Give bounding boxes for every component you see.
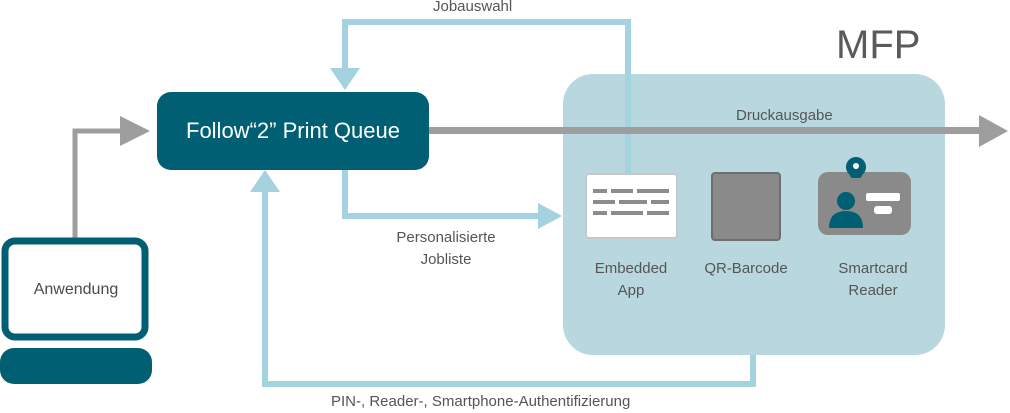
jobauswahl-arrowhead bbox=[330, 68, 360, 90]
druckausgabe-label: Druckausgabe bbox=[736, 107, 833, 124]
device-label-qr: QR-Barcode bbox=[690, 258, 802, 280]
device-label-line1: Embedded bbox=[594, 260, 668, 277]
qr-barcode-icon bbox=[711, 172, 781, 241]
druckausgabe-arrowhead bbox=[979, 115, 1008, 147]
smartcard-reader-icon bbox=[818, 157, 911, 235]
mfp-title: MFP bbox=[836, 23, 921, 67]
device-label-line2: Reader bbox=[848, 282, 898, 299]
computer-monitor bbox=[1, 237, 149, 341]
device-label-line1: QR-Barcode bbox=[704, 260, 788, 277]
auth-arrowhead bbox=[250, 170, 280, 192]
computer-label: Anwendung bbox=[33, 281, 119, 298]
jobliste-label-line2: Jobliste bbox=[420, 251, 472, 268]
jobauswahl-label: Jobauswahl bbox=[433, 0, 513, 15]
jobliste-arrowhead bbox=[538, 203, 562, 229]
device-label-line1: Smartcard bbox=[838, 260, 908, 277]
print-queue-box: Follow“2” Print Queue bbox=[157, 92, 429, 170]
jobauswahl-arrow bbox=[342, 19, 631, 180]
device-label-smartcard: Smartcard Reader bbox=[814, 258, 932, 302]
print-queue-label: Follow“2” Print Queue bbox=[186, 118, 400, 143]
druckausgabe-arrow bbox=[429, 127, 981, 134]
jobliste-label-line1: Personalisierte bbox=[396, 229, 496, 246]
jobliste-arrow bbox=[342, 170, 540, 219]
computer-base bbox=[0, 348, 152, 384]
computer-arrow bbox=[72, 128, 122, 240]
device-label-line2: App bbox=[617, 282, 645, 299]
auth-arrow bbox=[262, 190, 756, 387]
jobliste-label: Personalisierte Jobliste bbox=[380, 227, 512, 271]
computer-arrowhead bbox=[120, 116, 150, 146]
auth-label: PIN-, Reader-, Smartphone-Authentifizier… bbox=[331, 393, 631, 410]
device-label-embedded: Embedded App bbox=[572, 258, 690, 302]
embedded-app-icon bbox=[585, 173, 678, 239]
